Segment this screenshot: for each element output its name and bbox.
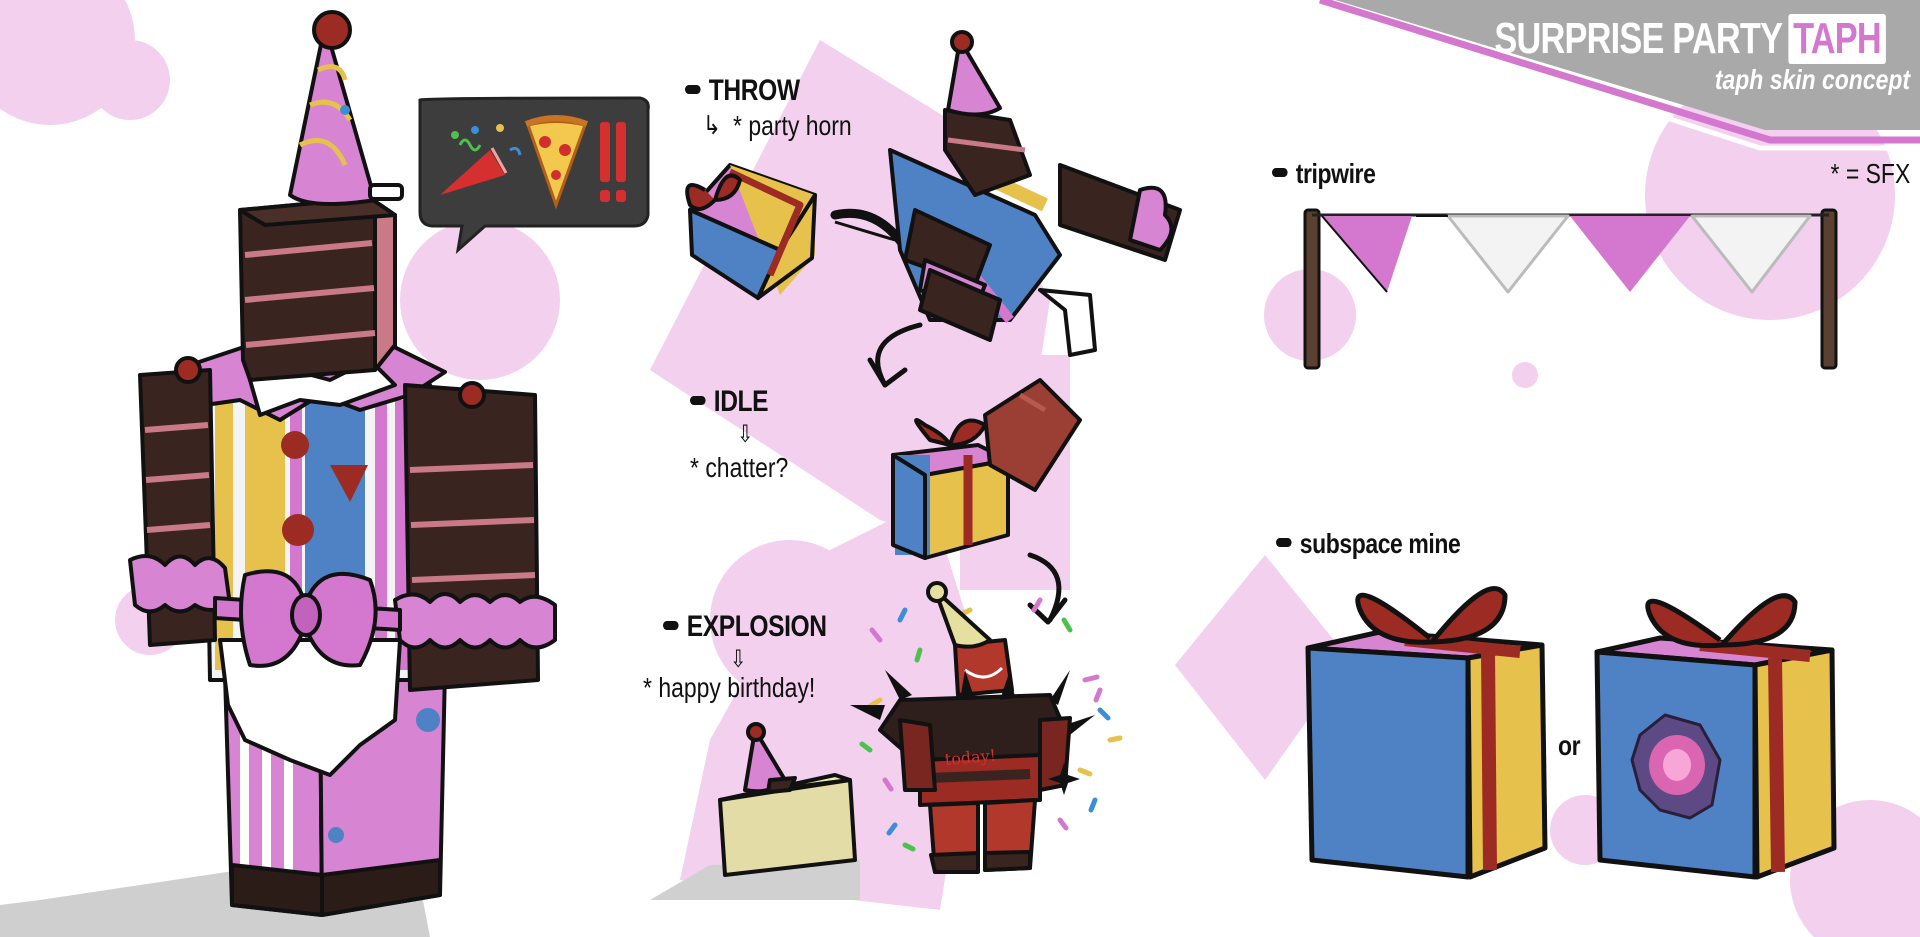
explosion-note: * happy birthday!	[643, 672, 816, 703]
idle-gift-box	[891, 378, 1082, 560]
sparkle-icon	[1048, 763, 1080, 795]
bow-knot	[290, 593, 322, 637]
pennant-3	[1570, 216, 1690, 292]
subspace-mine-label: subspace mine	[1299, 528, 1461, 559]
pocket	[330, 465, 368, 502]
pompom-button-2	[282, 514, 314, 546]
hat-pompom	[312, 10, 352, 50]
cherry-right	[458, 381, 486, 409]
explosion-label: EXPLOSION	[686, 610, 827, 643]
tripwire-post-right	[1820, 208, 1838, 370]
subspace-mine-heading: subspace mine	[1276, 528, 1461, 560]
leg-dot-1	[416, 708, 440, 732]
sfx-legend: * = SFX	[1830, 158, 1910, 189]
cherry-left	[174, 356, 202, 384]
cake-taph-character	[128, 10, 557, 917]
idle-label: IDLE	[713, 385, 769, 418]
party-popper-icon	[440, 124, 522, 195]
tripwire-post-left	[1303, 208, 1321, 370]
pompom-button-1	[281, 431, 309, 459]
shoe-left	[230, 863, 324, 917]
leg-stripes	[240, 690, 293, 870]
spikes	[850, 670, 1095, 738]
throwing-character	[888, 30, 1182, 357]
bullet-icon	[663, 620, 679, 630]
throw-motion-line-2	[834, 220, 896, 242]
mine-gift-box-portal	[1594, 593, 1837, 880]
tripwire-label: tripwire	[1295, 158, 1376, 189]
idle-note: * chatter?	[690, 452, 789, 483]
floor-shadow-cake	[650, 860, 860, 900]
bullet-icon	[685, 84, 701, 94]
title-tag-badge: TAPH	[1788, 14, 1886, 64]
bullet-icon	[690, 395, 706, 405]
head-frosting	[244, 240, 376, 348]
pennant-4	[1690, 214, 1812, 294]
throw-label: THROW	[708, 74, 800, 107]
cake-slice	[718, 722, 857, 877]
throw-note: * party horn	[733, 110, 852, 141]
explosion-confetti	[859, 597, 1123, 852]
hat-dot	[340, 105, 350, 115]
right-arm-frosting	[409, 462, 536, 583]
bullet-icon	[1276, 538, 1292, 548]
pennant-1	[1322, 216, 1412, 292]
frill-right	[393, 592, 557, 650]
pennant-2	[1446, 214, 1570, 294]
leg-dot-2	[328, 827, 344, 843]
title-banner	[1299, 0, 1920, 151]
pizza-icon	[524, 115, 589, 210]
left-arm-frosting	[144, 422, 211, 533]
page-subtitle: taph skin concept	[1714, 64, 1910, 95]
tripwire-banner	[1303, 208, 1838, 370]
down-arrow-icon: ⇩	[730, 646, 747, 673]
down-arrow-icon: ⇩	[737, 421, 754, 448]
shoe-right	[320, 858, 442, 917]
bullet-icon	[1272, 168, 1288, 178]
tripwire-heading: tripwire	[1272, 158, 1376, 190]
explosion-heading: EXPLOSION	[663, 610, 827, 644]
idle-heading: IDLE	[690, 385, 769, 419]
speech-bubble	[418, 96, 650, 254]
hat-strap	[368, 183, 404, 201]
return-arrow-icon: ↳	[703, 110, 721, 140]
double-exclamation-icon	[600, 122, 626, 202]
thrown-gift-box	[685, 163, 817, 300]
party-hat	[288, 23, 377, 206]
head-cake-side	[373, 203, 397, 372]
mine-gift-box-plain	[1305, 586, 1548, 880]
character-belt-text: today!	[944, 746, 997, 769]
or-separator: or	[1558, 730, 1581, 761]
hat-streamer	[298, 64, 353, 167]
curved-arrow-icon	[867, 322, 923, 388]
throw-heading: THROW	[685, 74, 800, 108]
apron	[218, 638, 402, 777]
title-main: SURPRISE PARTY	[1494, 14, 1784, 63]
